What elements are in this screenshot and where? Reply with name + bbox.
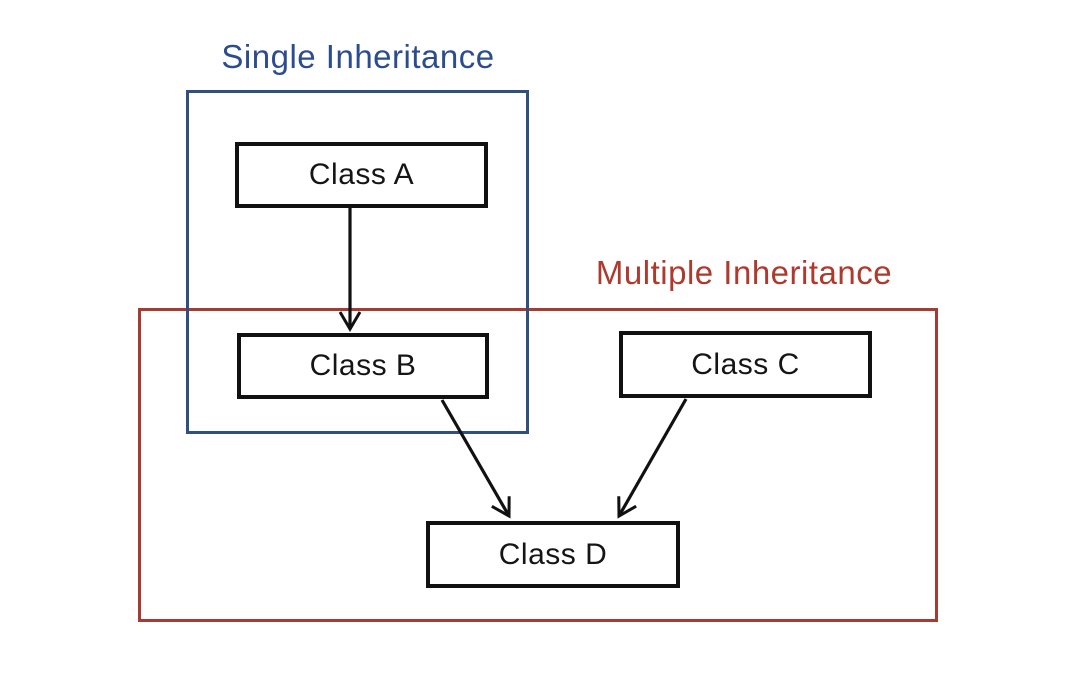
single-inheritance-frame <box>186 90 529 434</box>
class-c-node: Class C <box>619 331 872 398</box>
class-a-label: Class A <box>308 158 415 191</box>
multiple-inheritance-title: Multiple Inheritance <box>595 254 893 291</box>
single-inheritance-title: Single Inheritance <box>221 38 495 75</box>
multiple-inheritance-frame <box>138 308 938 622</box>
class-a-node: Class A <box>235 142 488 208</box>
class-d-node: Class D <box>426 521 680 588</box>
class-b-node: Class B <box>237 333 489 399</box>
class-b-label: Class B <box>309 349 417 382</box>
class-d-label: Class D <box>498 537 608 571</box>
class-c-label: Class C <box>691 347 800 381</box>
